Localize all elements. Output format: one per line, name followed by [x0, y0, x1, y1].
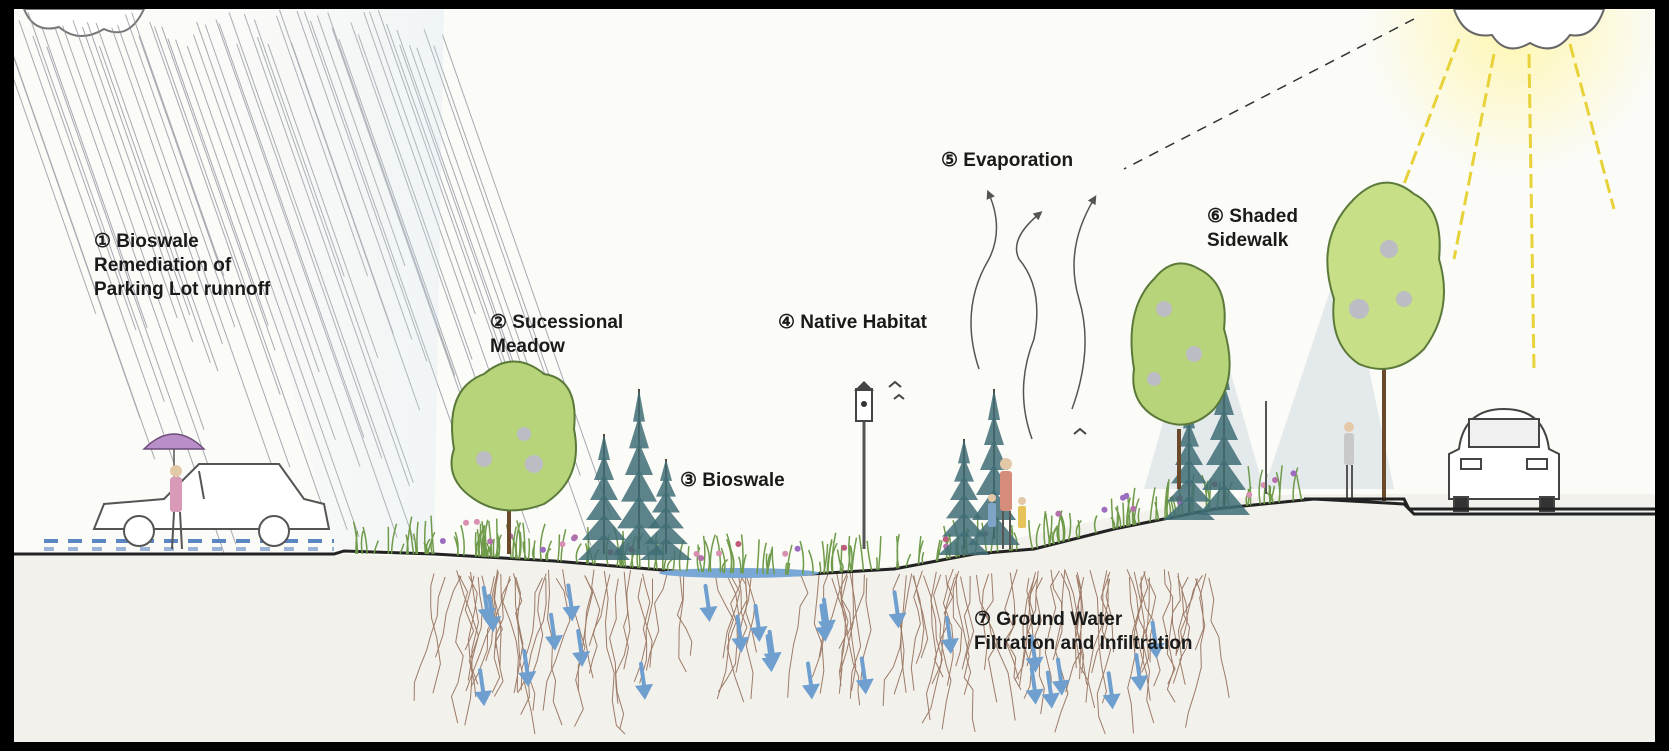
label-shaded-sidewalk: ⑥ Shaded Sidewalk: [1207, 205, 1298, 253]
label-line: ① Bioswale: [94, 230, 270, 254]
car-icon: [94, 464, 329, 546]
bioswale-water: [659, 568, 819, 578]
tree-icon: [452, 362, 577, 555]
car-icon: [1449, 409, 1559, 511]
label-meadow: ② Sucessional Meadow: [490, 311, 623, 359]
label-line: Parking Lot runnoff: [94, 278, 270, 302]
label-line: ④ Native Habitat: [778, 311, 927, 335]
label-line: ③ Bioswale: [680, 469, 785, 493]
label-line: Remediation of: [94, 254, 270, 278]
label-groundwater: ⑦ Ground Water Filtration and Infiltrati…: [974, 608, 1192, 656]
label-line: Sidewalk: [1207, 229, 1298, 253]
label-line: ② Sucessional: [490, 311, 623, 335]
label-line: ⑦ Ground Water: [974, 608, 1192, 632]
label-evaporation: ⑤ Evaporation: [941, 149, 1073, 173]
illustration-canvas: ① Bioswale Remediation of Parking Lot ru…: [14, 9, 1655, 742]
label-line: ⑥ Shaded: [1207, 205, 1298, 229]
sun-icon: [1364, 9, 1655, 174]
evaporation-arrow-icon: [971, 194, 1094, 439]
label-line: ⑤ Evaporation: [941, 149, 1073, 173]
birdhouse-icon: [854, 381, 874, 549]
parking-lot-runoff: [44, 541, 334, 549]
label-bioswale: ③ Bioswale: [680, 469, 785, 493]
bioswale-cross-section: [14, 9, 1655, 742]
label-line: Filtration and Infiltration: [974, 632, 1192, 656]
conifer-icon: [613, 389, 665, 555]
label-native-habitat: ④ Native Habitat: [778, 311, 927, 335]
bird-icon: [889, 382, 1086, 434]
label-bioswale-runoff: ① Bioswale Remediation of Parking Lot ru…: [94, 230, 270, 302]
label-line: Meadow: [490, 335, 623, 359]
